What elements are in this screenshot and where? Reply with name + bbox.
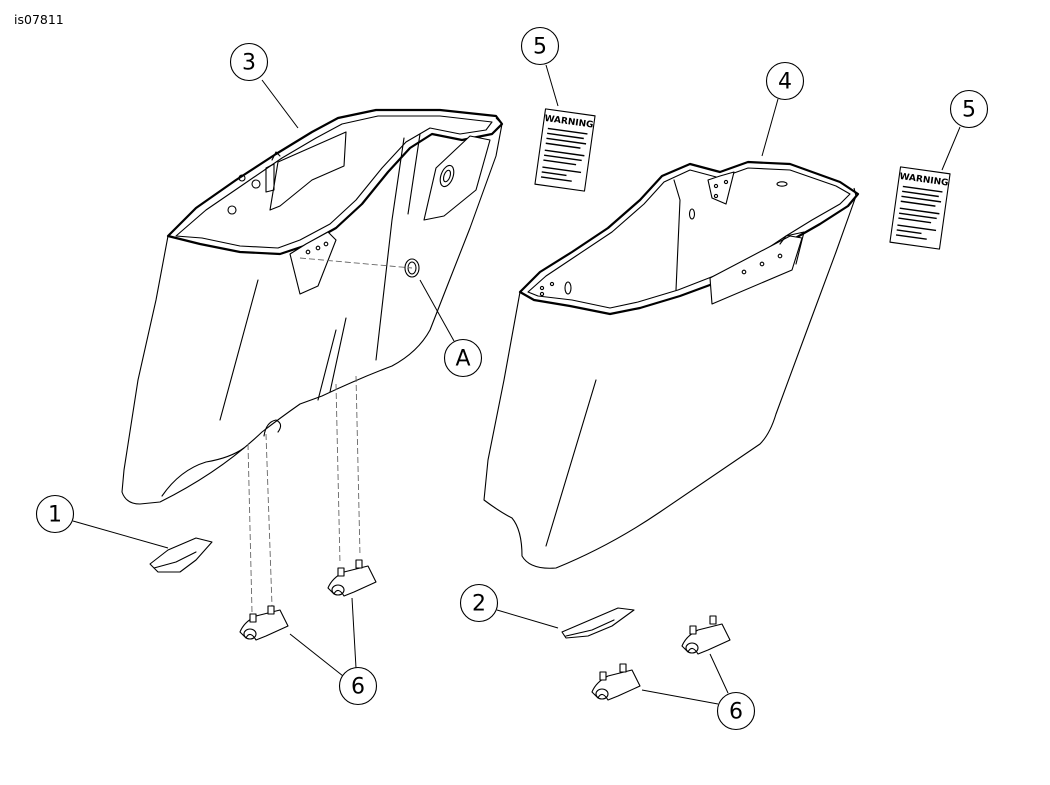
callout-6-right: 6 bbox=[716, 691, 756, 731]
callout-5-left: 5 bbox=[520, 26, 560, 66]
svg-text:1: 1 bbox=[48, 503, 62, 528]
callout-5-right: 5 bbox=[949, 89, 989, 129]
callout-3: 3 bbox=[229, 42, 269, 82]
svg-text:4: 4 bbox=[778, 70, 792, 95]
svg-text:6: 6 bbox=[351, 675, 365, 700]
svg-text:3: 3 bbox=[242, 51, 256, 76]
part-6-clip-d bbox=[681, 615, 731, 655]
left-saddlebag bbox=[121, 108, 504, 613]
part-6-clip-a bbox=[239, 605, 289, 641]
svg-text:2: 2 bbox=[472, 592, 486, 617]
callout-4: 4 bbox=[765, 61, 805, 101]
part-6-clip-c bbox=[591, 663, 641, 701]
svg-text:A: A bbox=[455, 347, 470, 372]
figure-id: is07811 bbox=[14, 12, 64, 27]
leader-lines bbox=[72, 64, 961, 705]
svg-text:5: 5 bbox=[533, 35, 547, 60]
part-5-warning-label-right: WARNING bbox=[889, 166, 951, 250]
svg-text:6: 6 bbox=[729, 700, 743, 725]
callout-A: A bbox=[443, 338, 483, 378]
part-2-pad bbox=[561, 607, 635, 639]
part-5-warning-label-left: WARNING bbox=[534, 108, 596, 192]
right-saddlebag bbox=[483, 160, 860, 569]
callout-6-left: 6 bbox=[338, 666, 378, 706]
svg-text:5: 5 bbox=[962, 98, 976, 123]
callout-1: 1 bbox=[35, 494, 75, 534]
part-1-pad bbox=[149, 537, 213, 573]
part-6-clip-b bbox=[327, 559, 377, 597]
callout-2: 2 bbox=[459, 583, 499, 623]
